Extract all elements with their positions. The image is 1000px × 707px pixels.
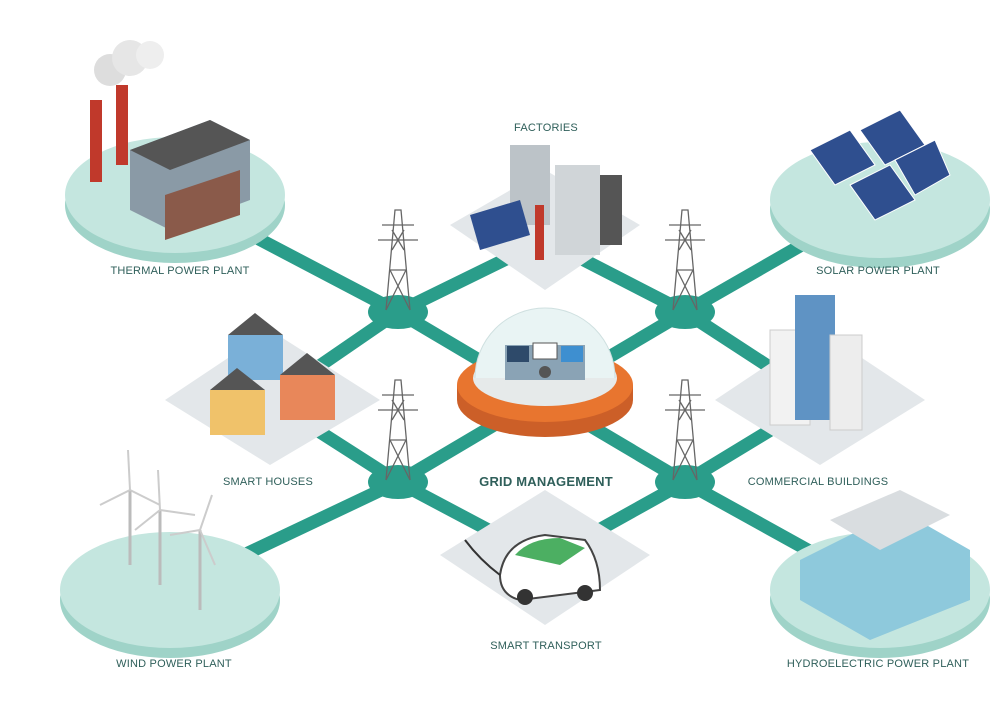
monitor-icon bbox=[507, 346, 529, 362]
label-grid-management: GRID MANAGEMENT bbox=[479, 474, 613, 489]
wind-turbine-icon bbox=[128, 490, 202, 610]
pylon-icon bbox=[665, 209, 705, 311]
chimney-icon bbox=[116, 85, 128, 165]
tower-nodes bbox=[368, 295, 715, 499]
label-hydroelectric-power-plant: HYDROELECTRIC POWER PLANT bbox=[786, 658, 970, 670]
commercial-platform bbox=[715, 295, 925, 465]
pylon-icon bbox=[378, 209, 418, 311]
label-wind-power-plant: WIND POWER PLANT bbox=[116, 658, 232, 670]
charging-cable-icon bbox=[464, 539, 501, 576]
pylon-icons bbox=[378, 209, 705, 481]
label-solar-power-plant: SOLAR POWER PLANT bbox=[816, 265, 940, 277]
node bbox=[655, 295, 715, 329]
building-icon bbox=[829, 334, 863, 431]
factories-platform bbox=[450, 145, 640, 290]
transport-platform bbox=[440, 490, 650, 625]
label-thermal-power-plant: THERMAL POWER PLANT bbox=[110, 265, 250, 277]
label-factories: FACTORIES bbox=[514, 122, 578, 134]
pylon-icon bbox=[378, 379, 418, 481]
label-smart-transport: SMART TRANSPORT bbox=[490, 640, 602, 652]
chimney-icon bbox=[535, 205, 544, 260]
pylon-icon bbox=[665, 379, 705, 481]
solar-platform bbox=[770, 109, 990, 268]
building-icon bbox=[795, 295, 835, 420]
wind-platform bbox=[60, 449, 280, 658]
label-smart-houses: SMART HOUSES bbox=[222, 476, 314, 488]
dam-icon bbox=[800, 510, 970, 640]
monitor-icon bbox=[532, 342, 558, 360]
hydro-platform bbox=[770, 490, 990, 658]
node bbox=[655, 465, 715, 499]
node bbox=[368, 295, 428, 329]
monitor-icon bbox=[561, 346, 583, 362]
operator-chair-icon bbox=[539, 366, 551, 378]
grid-management-hub bbox=[457, 307, 633, 437]
solar-panel-icon bbox=[809, 109, 951, 221]
house-icon bbox=[210, 390, 265, 435]
houses-platform bbox=[165, 313, 380, 465]
node bbox=[368, 465, 428, 499]
thermal-platform bbox=[65, 40, 285, 263]
label-commercial-buildings: COMMERCIAL BUILDINGS bbox=[747, 476, 889, 488]
house-icon bbox=[280, 375, 335, 420]
chimney-icon bbox=[90, 100, 102, 182]
